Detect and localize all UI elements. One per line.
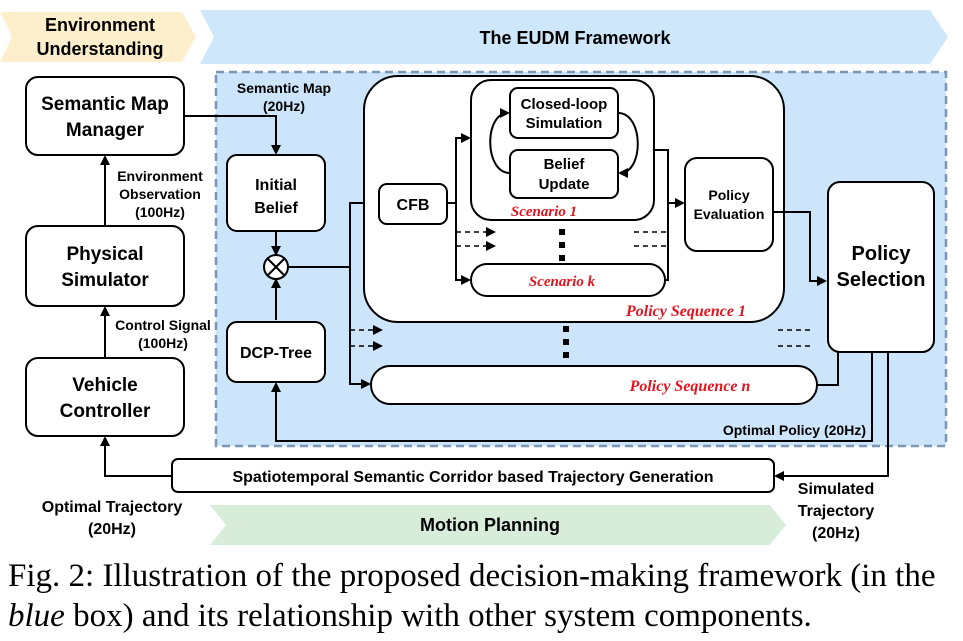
vehicle-controller-box bbox=[25, 357, 185, 437]
loop-simulation-to-belief bbox=[617, 112, 639, 178]
scenario-dots-2 bbox=[559, 242, 565, 248]
vehicle-controller-label-2: Controller bbox=[60, 401, 151, 422]
semantic-map-rate: (20Hz) bbox=[263, 98, 305, 114]
initial-belief-label-2: Belief bbox=[254, 200, 298, 217]
simulated-trajectory-label-3: (20Hz) bbox=[812, 525, 860, 542]
dcp-tree-label: DCP-Tree bbox=[240, 345, 312, 362]
control-signal-label: Control Signal bbox=[115, 317, 211, 333]
optimal-policy-label: Optimal Policy (20Hz) bbox=[723, 422, 866, 438]
eudm-framework-banner bbox=[200, 10, 948, 64]
motion-planning-banner bbox=[210, 505, 786, 545]
belief-update-label-1: Belief bbox=[544, 156, 586, 173]
environment-understanding-banner bbox=[0, 12, 196, 62]
environment-understanding-label-1: Environment bbox=[45, 15, 155, 35]
trajectory-generation-label: Spatiotemporal Semantic Corridor based T… bbox=[232, 469, 713, 486]
semantic-map-manager-label-2: Manager bbox=[66, 120, 145, 141]
initial-belief-label-1: Initial bbox=[255, 177, 297, 194]
semantic-map-manager-label-1: Semantic Map bbox=[41, 94, 169, 115]
arrow-optimal-policy-to-dcp-tree bbox=[271, 352, 873, 442]
optimal-trajectory-label-2: (20Hz) bbox=[88, 521, 136, 538]
scenario-dots-3 bbox=[559, 255, 565, 261]
optimal-trajectory-label-1: Optimal Trajectory bbox=[42, 499, 183, 516]
line-scenario-k-to-evaluation bbox=[665, 203, 669, 281]
policy-sequence-n-label: Policy Sequence n bbox=[629, 378, 751, 395]
closed-loop-simulation-label-1: Closed-loop bbox=[521, 96, 608, 113]
simulated-trajectory-label-1: Simulated bbox=[798, 481, 874, 498]
combine-node-cross bbox=[266, 257, 286, 277]
environment-observation-label-2: Observation bbox=[119, 186, 201, 202]
eudm-framework-title: The EUDM Framework bbox=[479, 28, 671, 48]
loop-belief-to-simulation bbox=[489, 108, 511, 174]
scenario-1-label: Scenario 1 bbox=[511, 204, 577, 220]
simulated-trajectory-label-2: Trajectory bbox=[798, 503, 875, 520]
caption-text-2: box) and its relationship with other sys… bbox=[64, 598, 812, 634]
policy-sequence-1-label: Policy Sequence 1 bbox=[625, 303, 746, 320]
arrow-combine-to-policy-sequence-n bbox=[349, 267, 371, 389]
policy-selection-label-1: Policy bbox=[852, 243, 912, 265]
arrow-semantic-map-to-initial-belief bbox=[184, 115, 281, 155]
scenario-k-label: Scenario k bbox=[529, 274, 596, 290]
semantic-map-label: Semantic Map bbox=[237, 80, 331, 96]
policy-selection-label-2: Selection bbox=[837, 269, 926, 291]
policy-dots-1 bbox=[563, 326, 569, 332]
scenario-dots-1 bbox=[559, 229, 565, 235]
eudm-framework-diagram: Environment Understanding The EUDM Frame… bbox=[0, 10, 948, 545]
motion-planning-label: Motion Planning bbox=[420, 515, 560, 535]
arrow-evaluation-to-selection bbox=[773, 211, 827, 286]
policy-selection-box bbox=[827, 181, 935, 353]
belief-update-label-2: Update bbox=[539, 176, 590, 193]
control-signal-rate: (100Hz) bbox=[138, 335, 188, 351]
physical-simulator-label-2: Simulator bbox=[61, 270, 149, 291]
semantic-map-manager-box bbox=[25, 76, 185, 156]
policy-evaluation-label-1: Policy bbox=[708, 187, 749, 203]
policy-dots-2 bbox=[563, 339, 569, 345]
environment-observation-rate: (100Hz) bbox=[135, 204, 185, 220]
policy-evaluation-label-2: Evaluation bbox=[694, 206, 765, 222]
arrow-selection-to-trajectory-generation bbox=[774, 352, 889, 481]
environment-understanding-label-2: Understanding bbox=[36, 39, 163, 59]
caption-italic: blue bbox=[8, 598, 65, 634]
environment-observation-label-1: Environment bbox=[117, 168, 203, 184]
policy-evaluation-box bbox=[684, 157, 774, 252]
physical-simulator-box bbox=[25, 225, 185, 307]
physical-simulator-label-1: Physical bbox=[66, 244, 143, 265]
arrow-cfb-to-scenario-k bbox=[455, 203, 471, 285]
arrow-trajectory-to-vehicle-controller bbox=[100, 436, 172, 477]
cfb-label: CFB bbox=[397, 197, 430, 214]
closed-loop-simulation-label-2: Simulation bbox=[526, 115, 603, 132]
vehicle-controller-label-1: Vehicle bbox=[72, 375, 138, 396]
arrow-cfb-to-scenario-1 bbox=[447, 133, 471, 204]
arrow-scenario-1-to-evaluation bbox=[654, 149, 685, 208]
caption-text-1: Fig. 2: Illustration of the proposed dec… bbox=[8, 558, 936, 594]
figure-caption: Fig. 2: Illustration of the proposed dec… bbox=[8, 556, 958, 636]
policy-dots-3 bbox=[563, 352, 569, 358]
